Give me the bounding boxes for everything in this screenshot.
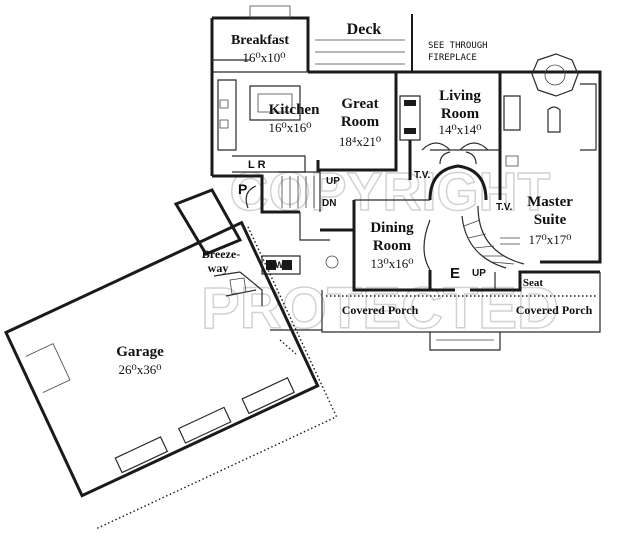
- breakfast-size: 16⁰x10⁰: [243, 50, 286, 65]
- master-suite-walls: [498, 53, 602, 264]
- foyer-e-label: E: [450, 265, 460, 282]
- seat-label: Seat: [523, 277, 544, 289]
- breakfast-label: Breakfast: [231, 33, 289, 48]
- kitchen-size: 16⁰x16⁰: [269, 120, 312, 135]
- garage-walls: [3, 220, 338, 529]
- foyer-up-label: UP: [472, 268, 486, 279]
- covered-porch-left-label: Covered Porch: [342, 303, 419, 317]
- living-room-label-line2: Room: [441, 106, 480, 122]
- dining-foyer-walls: [352, 164, 600, 292]
- great-room-size: 18⁴x21⁰: [339, 134, 381, 149]
- great-room-label-line1: Great: [341, 96, 378, 112]
- dishwasher-label: D/W: [266, 260, 284, 270]
- fireplace-note-line1: SEE THROUGH: [428, 41, 488, 51]
- breezeway-walls: [173, 188, 257, 297]
- great-room-walls: [308, 70, 421, 180]
- master-suite-size: 17⁰x17⁰: [529, 232, 572, 247]
- garage-label: Garage: [116, 344, 164, 360]
- dining-room-label-line2: Room: [373, 238, 412, 254]
- front-porch: [270, 272, 601, 355]
- interior-details: [423, 151, 520, 271]
- down-stair-label: DN: [322, 198, 336, 209]
- great-room-label-line2: Room: [341, 114, 380, 130]
- pantry-label: P: [238, 181, 247, 197]
- dining-room-size: 13⁰x16⁰: [371, 256, 414, 271]
- living-room-size: 14⁰x14⁰: [439, 122, 482, 137]
- watermark-line2: PROTECTED: [201, 276, 559, 341]
- stair-utility-core: [212, 171, 354, 306]
- up-stair-label: UP: [326, 176, 340, 187]
- garage-size: 26⁰x36⁰: [119, 362, 162, 377]
- dining-room-label-line1: Dining: [370, 220, 414, 236]
- living-room-label-line1: Living: [439, 88, 481, 104]
- master-suite-label-line1: Master: [527, 194, 573, 210]
- master-suite-label-line2: Suite: [534, 212, 567, 228]
- tv-living-label: T.V.: [414, 170, 431, 181]
- kitchen-block: [210, 5, 310, 176]
- covered-porch-right-label: Covered Porch: [516, 303, 593, 317]
- breezeway-label-line2: way: [208, 261, 229, 275]
- fireplace-note-line2: FIREPLACE: [428, 53, 477, 63]
- laundry-label: L R: [248, 159, 266, 171]
- deck-label: Deck: [347, 21, 382, 38]
- breezeway-label-line1: Breeze-: [202, 247, 240, 261]
- tv-master-label: T.V.: [496, 202, 513, 213]
- kitchen-label: Kitchen: [269, 102, 320, 118]
